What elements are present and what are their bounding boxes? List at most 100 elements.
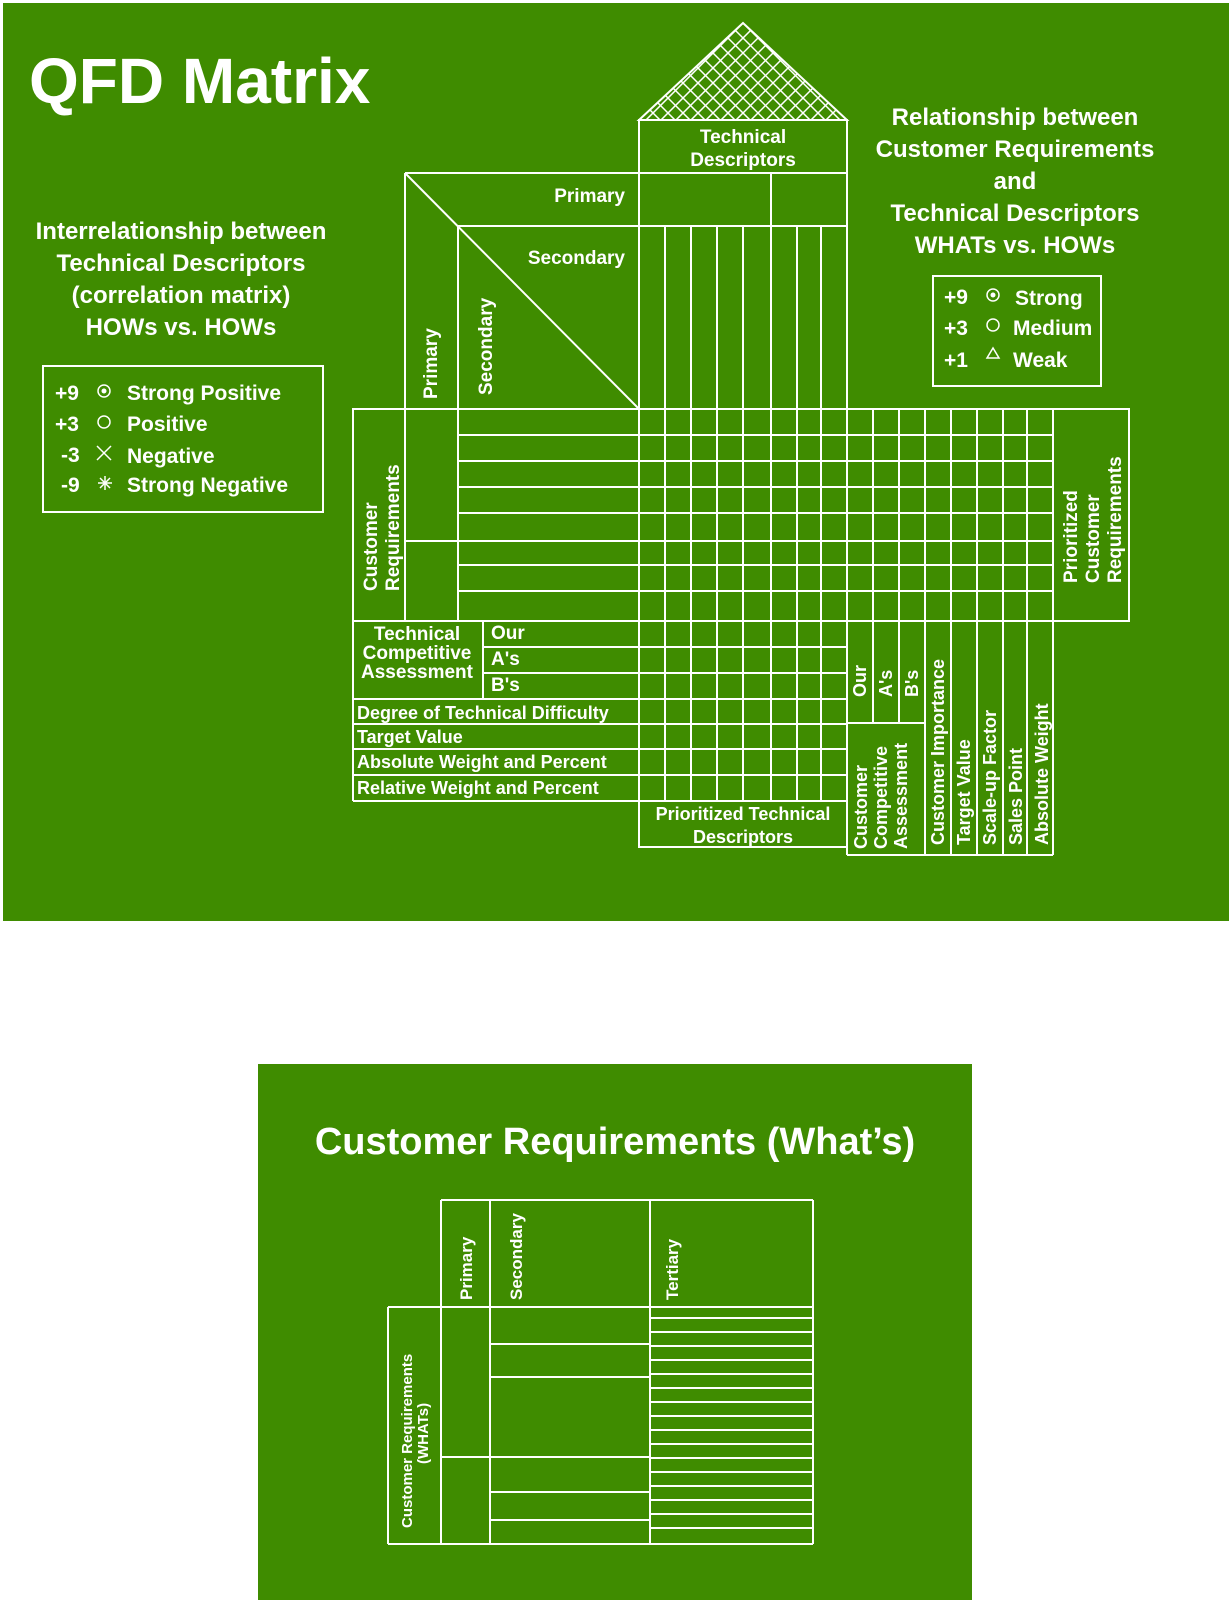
- roof-hatch-line: [727, 23, 847, 120]
- right-column-label: Customer Importance: [928, 659, 948, 845]
- tech-competitive-label: Competitive: [363, 643, 472, 664]
- customer-requirements-label: Customer: [361, 502, 382, 591]
- whats-table: Primary Secondary Tertiary Customer Requ…: [387, 1199, 814, 1545]
- right-column-label: Absolute Weight: [1032, 703, 1052, 845]
- roof-hatch-line: [639, 23, 847, 120]
- roof-hatch-line: [639, 23, 847, 120]
- customer-requirements-side-label: (WHATs): [415, 1403, 432, 1464]
- competitor-column-label: A's: [876, 670, 896, 697]
- roof-hatch-line: [697, 23, 847, 120]
- roof-hatch-line: [639, 23, 847, 120]
- tech-competitive-label: Assessment: [361, 662, 474, 683]
- roof-hatch-line: [639, 23, 847, 120]
- right-column-label: Scale-up Factor: [980, 710, 1000, 845]
- customer-requirements-diagram: Customer Requirements (What’s) Primary S…: [315, 1121, 915, 1545]
- prioritized-customer-requirements-label: Requirements: [1105, 456, 1126, 583]
- bullseye-icon: [97, 384, 111, 398]
- competitor-row-label: Our: [491, 623, 525, 644]
- correlation-legend-box: [42, 365, 324, 513]
- roof-hatch-line: [639, 23, 834, 120]
- roof-hatch-line: [639, 23, 789, 120]
- legend-value: -9: [61, 474, 80, 497]
- secondary-header-label: Secondary: [528, 248, 626, 269]
- qfd-matrix-diagram: QFD Matrix Interrelationship between Tec…: [29, 21, 1155, 856]
- qfd-matrix-slide: QFD Matrix Interrelationship between Tec…: [3, 3, 1229, 921]
- legend-value: +9: [944, 286, 968, 309]
- slide-title: QFD Matrix: [29, 45, 371, 117]
- legend-value: -3: [61, 444, 80, 467]
- roof-hatch-line: [639, 23, 847, 120]
- bottom-row-label: Degree of Technical Difficulty: [357, 703, 609, 723]
- roof-hatch-line: [639, 23, 759, 120]
- roof-hatch-line: [757, 23, 847, 120]
- legend-label: Negative: [127, 445, 215, 468]
- competitor-column-label: B's: [902, 670, 922, 697]
- competitor-column-label: Our: [850, 665, 870, 697]
- caption-line: Technical Descriptors: [57, 250, 306, 277]
- correlation-caption: Interrelationship between Technical Desc…: [36, 218, 327, 341]
- relationship-legend: +9 Strong +3 Medium +1 Weak: [944, 286, 1092, 372]
- roof-hatch-line: [639, 23, 744, 120]
- bottom-row-label: Target Value: [357, 727, 463, 747]
- legend-value: +1: [944, 349, 968, 372]
- legend-value: +3: [944, 317, 968, 340]
- roof-hatch-line: [639, 23, 684, 120]
- circle-icon: [97, 415, 111, 429]
- asterisk-icon: [98, 476, 112, 490]
- triangle-icon: [985, 346, 1001, 359]
- caption-line: Technical Descriptors: [891, 200, 1140, 227]
- caption-line: (correlation matrix): [72, 282, 291, 309]
- legend-value: +3: [55, 413, 79, 436]
- circle-icon: [986, 318, 1000, 332]
- technical-descriptors-label: Technical: [700, 127, 786, 148]
- customer-requirements-side-label: Customer Requirements: [399, 1354, 416, 1528]
- legend-label: Medium: [1013, 317, 1092, 340]
- bullseye-icon: [986, 288, 1000, 302]
- primary-side-label: Primary: [421, 328, 442, 399]
- competitor-row-label: A's: [491, 649, 520, 670]
- right-column-label: Target Value: [954, 739, 974, 845]
- legend-value: +9: [55, 382, 79, 405]
- customer-competitive-label: Customer: [851, 765, 871, 849]
- legend-label: Strong: [1015, 287, 1083, 310]
- qfd-matrix-grid: Technical Descriptors Primary Secondary …: [352, 21, 1130, 856]
- corner-diagonal: [404, 172, 640, 410]
- legend-label: Weak: [1013, 349, 1068, 372]
- roof-hatch-line: [639, 23, 714, 120]
- secondary-side-label: Secondary: [476, 297, 497, 395]
- roof-hatch-line: [652, 23, 847, 120]
- roof-hatch-line: [639, 23, 699, 120]
- relationship-matrix: [352, 408, 1130, 622]
- right-column-label: Sales Point: [1006, 748, 1026, 845]
- correlation-roof: [636, 21, 850, 121]
- caption-line: HOWs vs. HOWs: [86, 314, 277, 341]
- primary-label: Primary: [457, 1236, 476, 1300]
- customer-requirements-slide: Customer Requirements (What’s) Primary S…: [258, 1064, 972, 1600]
- roof-hatch-line: [639, 23, 804, 120]
- roof-hatch-line: [667, 23, 847, 120]
- correlation-legend: +9 Strong Positive +3 Positive -3 Negati…: [55, 382, 288, 497]
- prioritized-customer-requirements-label: Customer: [1083, 494, 1104, 583]
- tertiary-label: Tertiary: [663, 1238, 682, 1300]
- cross-icon: [96, 445, 112, 461]
- bottom-row-label: Absolute Weight and Percent: [357, 752, 607, 772]
- prioritized-technical-label: Descriptors: [693, 827, 793, 847]
- prioritized-customer-requirements-label: Prioritized: [1061, 490, 1082, 583]
- roof-hatch-line: [639, 23, 847, 120]
- customer-competitive-label: Assessment: [891, 743, 911, 849]
- caption-line: Interrelationship between: [36, 218, 327, 245]
- slide-title: Customer Requirements (What’s): [315, 1121, 915, 1163]
- roof-hatch-line: [639, 23, 684, 120]
- relationship-caption: Relationship between Customer Requiremen…: [876, 104, 1155, 259]
- caption-line: Customer Requirements: [876, 136, 1155, 163]
- roof-hatch-line: [682, 23, 847, 120]
- roof-hatch-line: [639, 23, 774, 120]
- legend-label: Strong Positive: [127, 382, 281, 405]
- roof-hatch-line: [639, 23, 729, 120]
- prioritized-technical-label: Prioritized Technical: [656, 804, 831, 824]
- caption-line: Relationship between: [892, 104, 1139, 131]
- caption-line: and: [994, 168, 1037, 195]
- competitor-row-label: B's: [491, 675, 520, 696]
- secondary-label: Secondary: [507, 1213, 526, 1300]
- primary-header-label: Primary: [554, 186, 625, 207]
